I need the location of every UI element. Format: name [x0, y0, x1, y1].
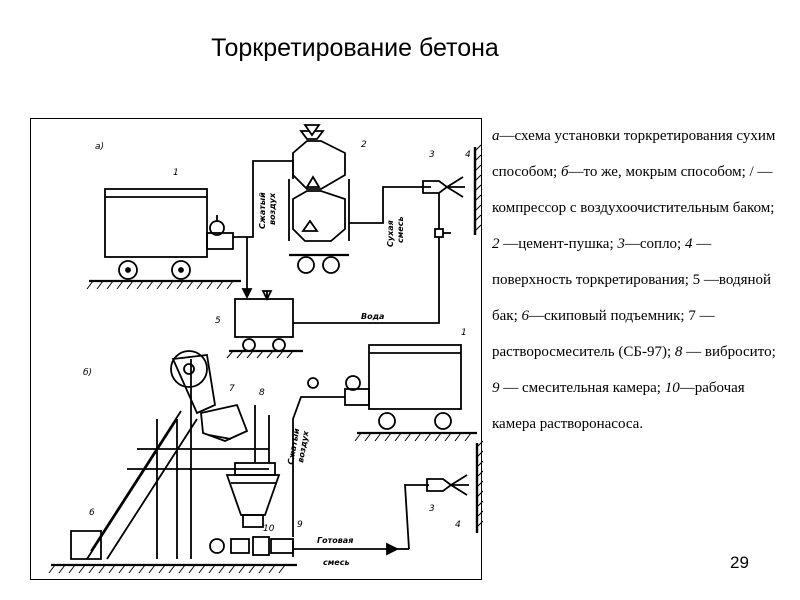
- pipe-label-air-a-2: воздух: [268, 192, 277, 225]
- pipe-label-dry-1: Сухая: [386, 220, 395, 247]
- caption-part: —схема установки торкретирования сухим с…: [492, 128, 776, 180]
- caption-part: 6: [521, 308, 530, 324]
- label-7: 7: [229, 384, 235, 394]
- slide-title: Торкретирование бетона: [211, 34, 499, 62]
- label-3b: 3: [429, 504, 435, 514]
- pipe-label-air-a-1: Сжатый: [258, 192, 267, 229]
- pipe-label-ready-1: Готовая: [317, 536, 353, 545]
- compressor-a: [104, 188, 208, 258]
- caption-part: — вибросито;: [682, 344, 776, 360]
- caption-part: 9: [492, 380, 500, 396]
- torkret-schematic: а) б) 1 2 3 4 5 6 7 8 9 10 1 3 4 Сжатый …: [30, 118, 483, 580]
- label-10: 10: [263, 524, 275, 534]
- label-9: 9: [297, 520, 303, 530]
- page-number: 29: [730, 553, 749, 572]
- caption-part: 8: [674, 344, 683, 360]
- caption-part: —сопло;: [624, 236, 685, 252]
- label-4: 4: [465, 150, 471, 160]
- caption-part: а: [492, 128, 500, 144]
- label-1b: 1: [461, 328, 467, 338]
- figure-caption: а—схема установки торкретирования сухим …: [492, 118, 782, 442]
- label-3: 3: [429, 150, 435, 160]
- caption-part: — поверхность торкретирования; 5 —водяно…: [492, 236, 772, 324]
- schematic-drawing: а) б) 1 2 3 4 5 6 7 8 9 10 1 3 4 Сжатый …: [48, 124, 483, 574]
- label-4b: 4: [455, 520, 461, 530]
- pipe-label-ready-2: смесь: [323, 558, 350, 567]
- caption-part: 3: [617, 236, 625, 252]
- part-a-label: а): [95, 142, 104, 152]
- pipe-label-dry-2: смесь: [396, 216, 405, 243]
- compressor-b: [368, 344, 462, 410]
- caption-part: —скиповый подъемник; 7 — растворосмесите…: [492, 308, 715, 360]
- caption-part: 10: [664, 380, 680, 396]
- caption-part: 2: [492, 236, 500, 252]
- label-5: 5: [215, 316, 221, 326]
- caption-part: — смесительная камера;: [499, 380, 665, 396]
- caption-part: б: [560, 164, 569, 180]
- water-tank: [234, 298, 294, 338]
- caption-part: —то же, мокрым способом; / — компрессор …: [492, 164, 775, 216]
- caption-part: —цемент-пушка;: [499, 236, 618, 252]
- pipe-label-water: Вода: [361, 312, 384, 321]
- label-1: 1: [173, 168, 179, 178]
- label-6: 6: [89, 508, 95, 518]
- label-8: 8: [259, 388, 265, 398]
- caption-part: 4: [684, 236, 693, 252]
- label-2: 2: [361, 140, 367, 150]
- caption-part: —рабочая камера растворонасоса.: [492, 380, 745, 432]
- part-b-label: б): [83, 368, 92, 378]
